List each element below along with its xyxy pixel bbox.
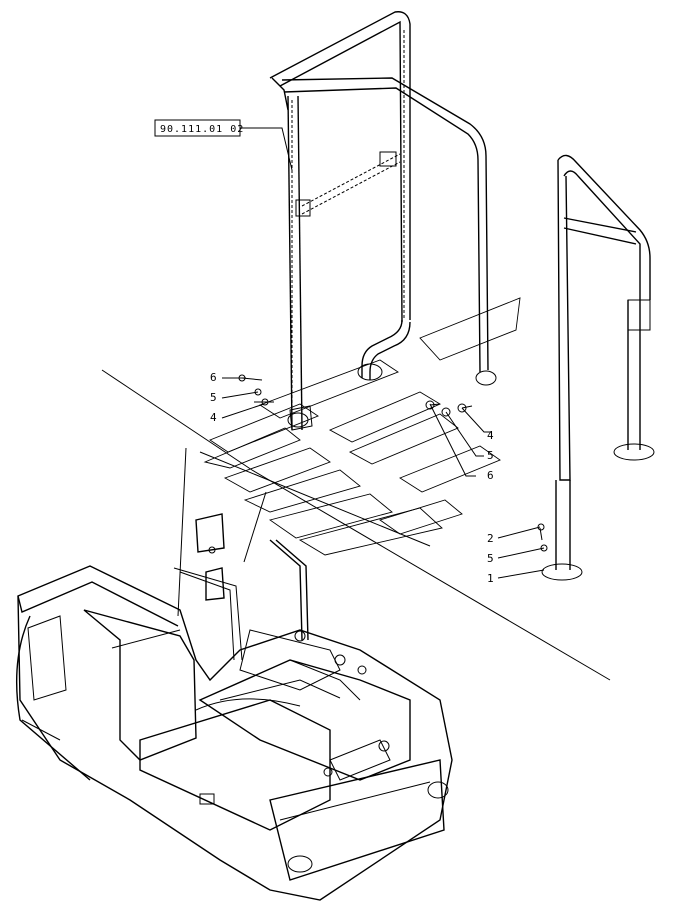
main-handrail xyxy=(269,11,497,431)
callout-right-3: 6 xyxy=(487,469,494,482)
watermark-logo xyxy=(203,297,521,556)
callout-left-2: 5 xyxy=(210,391,217,404)
callout-bottom-3: 1 xyxy=(487,572,494,585)
reference-label: 90.111.01 02 xyxy=(160,124,244,135)
fasteners xyxy=(238,374,548,552)
callout-bottom-1: 2 xyxy=(487,532,494,545)
callout-right-2: 5 xyxy=(487,449,494,462)
leader-lines xyxy=(101,127,611,681)
callout-bottom-2: 5 xyxy=(487,552,494,565)
callout-left-1: 6 xyxy=(210,371,217,384)
callout-left-3: 4 xyxy=(210,411,217,424)
callout-numbers: 6 5 4 4 5 6 2 5 1 xyxy=(210,371,494,585)
side-handrail xyxy=(541,154,655,581)
machine-body xyxy=(15,513,453,901)
callout-right-1: 4 xyxy=(487,429,494,442)
reference-box: 90.111.01 02 xyxy=(154,119,244,137)
